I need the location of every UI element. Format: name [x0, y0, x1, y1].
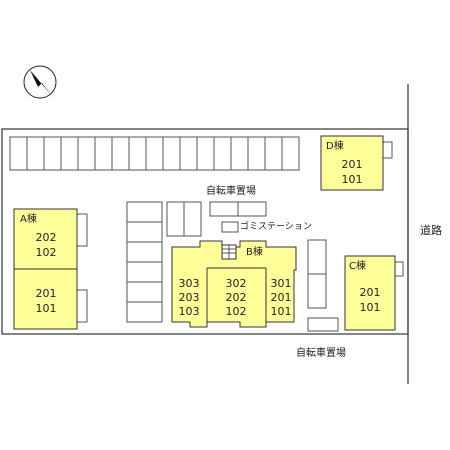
building-d-name: D棟	[326, 139, 344, 152]
room-number: 202	[36, 231, 57, 244]
building-a-lower	[13, 268, 78, 330]
building-c-name: C棟	[349, 259, 366, 272]
parking-space	[213, 136, 232, 171]
bicycle-parking-bottom-label: 自転車置場	[296, 346, 346, 359]
garbage-station	[221, 221, 239, 233]
parking-space	[26, 136, 45, 171]
room-number: 303	[179, 277, 200, 290]
room-number: 301	[271, 277, 292, 290]
parking-space	[230, 136, 249, 171]
room-number: 101	[342, 173, 363, 186]
parking-space	[166, 201, 185, 237]
room-number: 201	[360, 286, 381, 299]
parking-space	[9, 136, 28, 171]
parking-space	[179, 136, 198, 171]
parking-space	[247, 136, 266, 171]
parking-space	[196, 136, 215, 171]
parking-space	[126, 301, 163, 323]
room-number: 201	[36, 287, 57, 300]
site-boundary	[1, 128, 409, 335]
parking-column-right	[307, 239, 327, 309]
building-b: B棟 303 203 103 302 202 102 301 201 101	[171, 240, 297, 328]
building-c-body	[344, 255, 396, 331]
north-arrow-icon	[23, 65, 57, 99]
parking-pair	[166, 201, 202, 237]
parking-space	[43, 136, 62, 171]
parking-space	[126, 281, 163, 303]
stairs-icon	[221, 244, 237, 260]
room-number: 101	[271, 305, 292, 318]
parking-row-top	[9, 136, 300, 171]
parking-space	[162, 136, 181, 171]
building-a-upper	[13, 208, 78, 270]
room-number: 102	[36, 246, 57, 259]
parking-space	[60, 136, 79, 171]
building-a-name: A棟	[20, 212, 37, 225]
bicycle-parking-top-label: 自転車置場	[206, 184, 256, 197]
building-a: A棟 202 102 201 101	[13, 208, 88, 330]
room-number: 201	[342, 158, 363, 171]
room-number: 102	[226, 305, 247, 318]
room-number: 202	[226, 291, 247, 304]
room-number: 101	[360, 301, 381, 314]
parking-space	[281, 136, 300, 171]
parking-space	[145, 136, 164, 171]
room-number: 103	[179, 305, 200, 318]
parking-space	[94, 136, 113, 171]
room-number: 302	[226, 277, 247, 290]
room-number: 203	[179, 291, 200, 304]
parking-space	[77, 136, 96, 171]
parking-space	[126, 201, 163, 223]
parking-space	[126, 261, 163, 283]
building-d-body	[320, 135, 384, 191]
parking-space	[264, 136, 283, 171]
room-number: 101	[36, 302, 57, 315]
parking-space	[111, 136, 130, 171]
building-b-name: B棟	[246, 245, 263, 258]
parking-space	[126, 241, 163, 263]
parking-space	[307, 273, 327, 309]
parking-space	[128, 136, 147, 171]
building-c: C棟 201 101	[344, 255, 404, 331]
bicycle-parking-bottom	[307, 317, 339, 332]
parking-space	[126, 221, 163, 243]
room-number: 201	[271, 291, 292, 304]
building-d: D棟 201 101	[320, 135, 393, 191]
garbage-station-label: ゴミステーション	[240, 220, 312, 232]
parking-column-middle	[126, 201, 163, 323]
parking-space	[307, 239, 327, 275]
parking-space	[183, 201, 202, 237]
road-label: 道路	[420, 223, 442, 237]
